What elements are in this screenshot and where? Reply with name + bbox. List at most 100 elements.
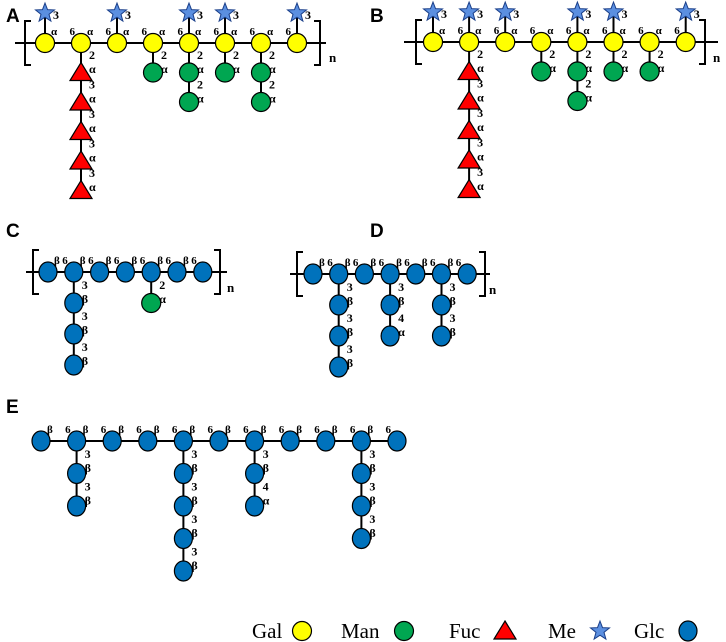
panel-label: D [370,221,384,242]
fucose-triangle-icon [457,60,482,81]
branch-linkage-position: 2 [269,78,275,92]
branch-linkage-position: 3 [89,78,95,92]
backbone-linkage-anomer: β [47,424,53,436]
backbone-linkage-anomer: α [620,25,627,37]
branch-linkage-position: 2 [585,77,591,91]
branch-linkage-anomer: α [233,62,240,76]
branch-linkage-anomer: β [82,292,88,306]
glucose-circle-icon [329,294,349,316]
galactose-circle-icon [459,31,480,53]
branch-linkage-position: 2 [233,48,239,62]
backbone-linkage-anomer: β [157,255,163,267]
methyl-linkage-label: 3 [694,7,700,21]
galactose-circle-icon [214,32,236,54]
repeat-count-label: n [227,280,235,295]
methyl-linkage-label: 3 [305,8,311,22]
backbone-linkage-position: 6 [166,255,172,267]
methyl-star-icon [34,1,56,23]
methyl-star-icon [566,0,589,22]
fucose-triangle-icon [457,178,482,199]
fucose-triangle-icon [457,89,482,110]
glucose-circle-icon [387,430,407,452]
branch-linkage-position: 3 [398,280,404,294]
mannose-circle-icon [178,62,200,83]
backbone-linkage-anomer: α [439,25,446,37]
branch-linkage-position: 2 [549,47,555,61]
glucose-circle-icon [431,294,452,316]
glucose-circle-icon [173,527,193,550]
branch-linkage-anomer: β [398,294,404,308]
backbone-linkage-anomer: β [106,255,112,267]
glucose-circle-icon [280,430,300,452]
branch-linkage-anomer: β [85,494,91,508]
galactose-circle-icon [422,31,444,53]
repeat-count-label: n [713,50,721,65]
backbone-linkage-anomer: β [80,255,86,267]
legend-item-glc: Glc [634,619,698,642]
backbone-linkage-position: 6 [142,26,148,38]
branch-linkage-position: 2 [161,48,167,62]
branch-linkage-anomer: β [191,461,197,475]
backbone-linkage-position: 6 [530,25,536,37]
glucose-circle-icon [89,261,110,283]
glucose-circle-icon [303,263,323,285]
methyl-linkage-label: 3 [585,7,591,21]
methyl-linkage-label: 3 [125,8,131,22]
branch-linkage-position: 4 [263,480,269,494]
branch-linkage-position: 3 [369,447,375,461]
glucose-circle-icon [329,356,349,378]
repeat-bracket-left [415,19,422,65]
repeat-count-label: n [329,50,337,65]
branch-linkage-position: 2 [89,48,95,62]
backbone-linkage-anomer: α [195,26,202,38]
branch-linkage-position: 3 [82,309,88,323]
branch-linkage-position: 3 [477,136,483,150]
mannose-circle-icon [567,90,588,112]
backbone-linkage-anomer: α [656,25,663,37]
backbone-linkage-position: 6 [65,424,71,436]
branch-linkage-anomer: β [369,461,375,475]
backbone-linkage-anomer: β [83,424,89,436]
glucose-circle-icon [380,325,400,347]
branch-linkage-position: 3 [347,311,353,325]
branch-linkage-position: 3 [450,280,456,294]
fucose-triangle-icon [68,149,94,170]
branch-linkage-anomer: β [263,461,269,475]
backbone-linkage-anomer: α [123,26,130,38]
glucose-circle-icon [102,430,122,452]
galactose-circle-icon [286,32,308,54]
branch-linkage-anomer: β [369,526,375,540]
glucose-circle-icon [66,495,87,517]
mannose-circle-icon [142,62,164,83]
legend-item-fuc: Fuc [449,619,518,642]
repeat-bracket-right [314,20,321,66]
glucose-circle-icon [173,430,193,452]
galactose-circle-icon [603,31,624,53]
legend-label: Me [548,619,576,642]
branch-linkage-position: 3 [369,480,375,494]
backbone-linkage-position: 6 [456,257,462,269]
fucose-triangle-icon [68,90,94,111]
fucose-triangle-icon [68,179,94,200]
glucose-circle-icon [64,261,84,283]
backbone-linkage-position: 6 [430,257,436,269]
glucose-circle-icon [329,325,349,347]
galactose-circle-icon [142,32,164,54]
methyl-star-icon [422,0,444,22]
methyl-linkage-label: 3 [53,8,59,22]
glucose-circle-icon [38,261,58,283]
glucose-circle-icon [66,430,87,452]
branch-linkage-position: 3 [82,278,88,292]
branch-linkage-anomer: α [585,61,592,75]
branch-linkage-anomer: α [89,92,96,106]
backbone-linkage-anomer: α [475,25,482,37]
backbone-linkage-position: 6 [379,257,385,269]
branch-linkage-position: 2 [622,47,628,61]
glucose-circle-icon [351,430,371,452]
branch-linkage-anomer: α [477,179,484,193]
branch-linkage-position: 2 [477,47,483,61]
galactose-circle-icon [291,620,313,642]
backbone-linkage-anomer: β [189,424,195,436]
galactose-circle-icon [675,31,696,53]
branch-linkage-position: 3 [89,107,95,121]
